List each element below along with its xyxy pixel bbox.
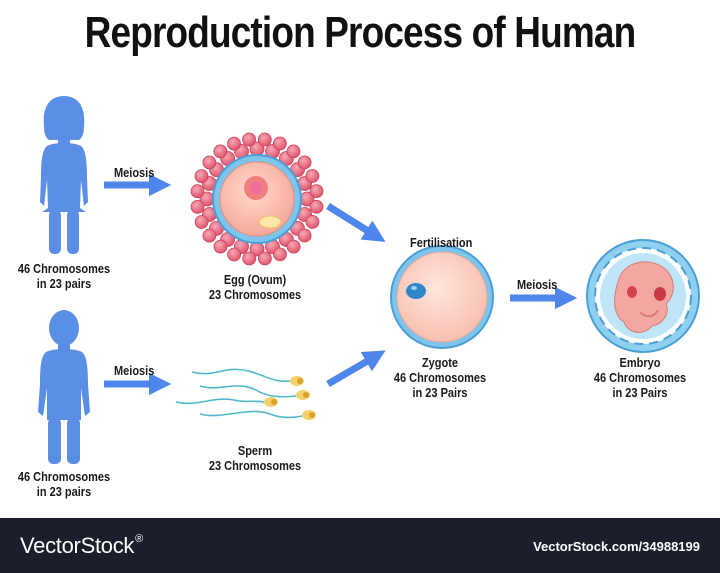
corona-cell — [242, 251, 257, 266]
zygote-label: Zygote 46 Chromosomes in 23 Pairs — [393, 356, 487, 400]
corona-cell — [286, 239, 301, 254]
corona-cell — [202, 228, 217, 243]
corona-cell — [309, 199, 324, 214]
meiosis-label-top: Meiosis — [114, 166, 155, 180]
embryo-icon — [586, 239, 700, 353]
arrows — [104, 173, 578, 396]
egg-label: Egg (Ovum) 23 Chromosomes — [208, 273, 302, 302]
female-chromosome-label: 46 Chromosomes in 23 pairs — [17, 262, 111, 291]
diagram-artwork — [38, 96, 700, 464]
zygote-icon — [390, 245, 494, 349]
corona-cell — [213, 239, 228, 254]
diagram-title: Reproduction Process of Human — [84, 8, 636, 57]
female-silhouette-icon — [40, 96, 88, 254]
footer-bar: VectorStock® VectorStock.com/34988199 — [0, 518, 720, 573]
arrow-sperm-to-zygote — [326, 350, 386, 388]
sperm-cells-icon — [175, 368, 303, 419]
corona-cell — [194, 169, 209, 184]
corona-cell — [305, 169, 320, 183]
stock-id-text: VectorStock.com/34988199 — [533, 539, 700, 554]
sperm-label: Sperm 23 Chromosomes — [208, 444, 302, 473]
corona-cell — [272, 136, 287, 151]
corona-cell — [227, 136, 241, 151]
corona-cell — [309, 184, 324, 199]
male-chromosome-label: 46 Chromosomes in 23 pairs — [17, 470, 111, 499]
meiosis-label-right: Meiosis — [517, 278, 558, 292]
meiosis-label-bottom: Meiosis — [114, 364, 155, 378]
male-silhouette-icon — [38, 310, 90, 464]
corona-cell — [213, 144, 228, 159]
corona-cell — [227, 247, 242, 262]
egg-ovum-icon — [190, 132, 324, 266]
arrow-egg-to-zygote — [326, 203, 386, 242]
corona-cell — [297, 155, 312, 170]
corona-cell — [297, 228, 312, 243]
corona-cell — [202, 155, 217, 170]
corona-cell — [242, 132, 257, 147]
fertilisation-label: Fertilisation — [410, 236, 473, 250]
corona-cell — [305, 214, 320, 229]
corona-cell — [286, 144, 301, 159]
corona-cell — [257, 132, 272, 147]
corona-cell — [190, 199, 205, 214]
corona-cell — [194, 215, 209, 229]
brand-logo: VectorStock® — [20, 533, 143, 558]
sperm-heads-icon — [264, 376, 316, 420]
corona-cell — [190, 184, 205, 199]
embryo-label: Embryo 46 Chromosomes in 23 Pairs — [593, 356, 687, 400]
corona-cell — [273, 247, 287, 262]
corona-cell — [257, 251, 272, 266]
